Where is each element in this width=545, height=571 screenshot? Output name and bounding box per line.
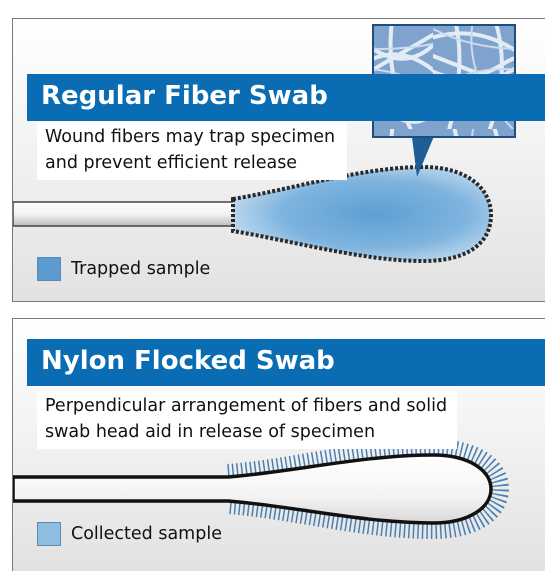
panel-title: Regular Fiber Swab xyxy=(27,74,545,121)
panel-description: Perpendicular arrangement of fibers and … xyxy=(37,391,457,449)
legend-swatch xyxy=(37,257,61,281)
swab-shaft xyxy=(13,202,238,226)
regular-fiber-swab-panel: Regular Fiber Swab Wound fibers may trap… xyxy=(12,18,545,302)
description-line: Perpendicular arrangement of fibers and … xyxy=(45,393,449,419)
nylon-flocked-swab-panel: Nylon Flocked Swab Perpendicular arrange… xyxy=(12,318,545,571)
panel-title: Nylon Flocked Swab xyxy=(27,339,545,386)
fiber-swab-head xyxy=(233,167,491,261)
description-line: Wound fibers may trap specimen xyxy=(45,124,339,150)
legend-label: Trapped sample xyxy=(71,259,210,279)
description-line: and prevent efficient release xyxy=(45,150,339,176)
legend-swatch xyxy=(37,522,61,546)
legend: Collected sample xyxy=(37,522,222,546)
legend: Trapped sample xyxy=(37,257,210,281)
description-line: swab head aid in release of specimen xyxy=(45,419,449,445)
panel-description: Wound fibers may trap specimen and preve… xyxy=(37,122,347,180)
legend-label: Collected sample xyxy=(71,524,222,544)
